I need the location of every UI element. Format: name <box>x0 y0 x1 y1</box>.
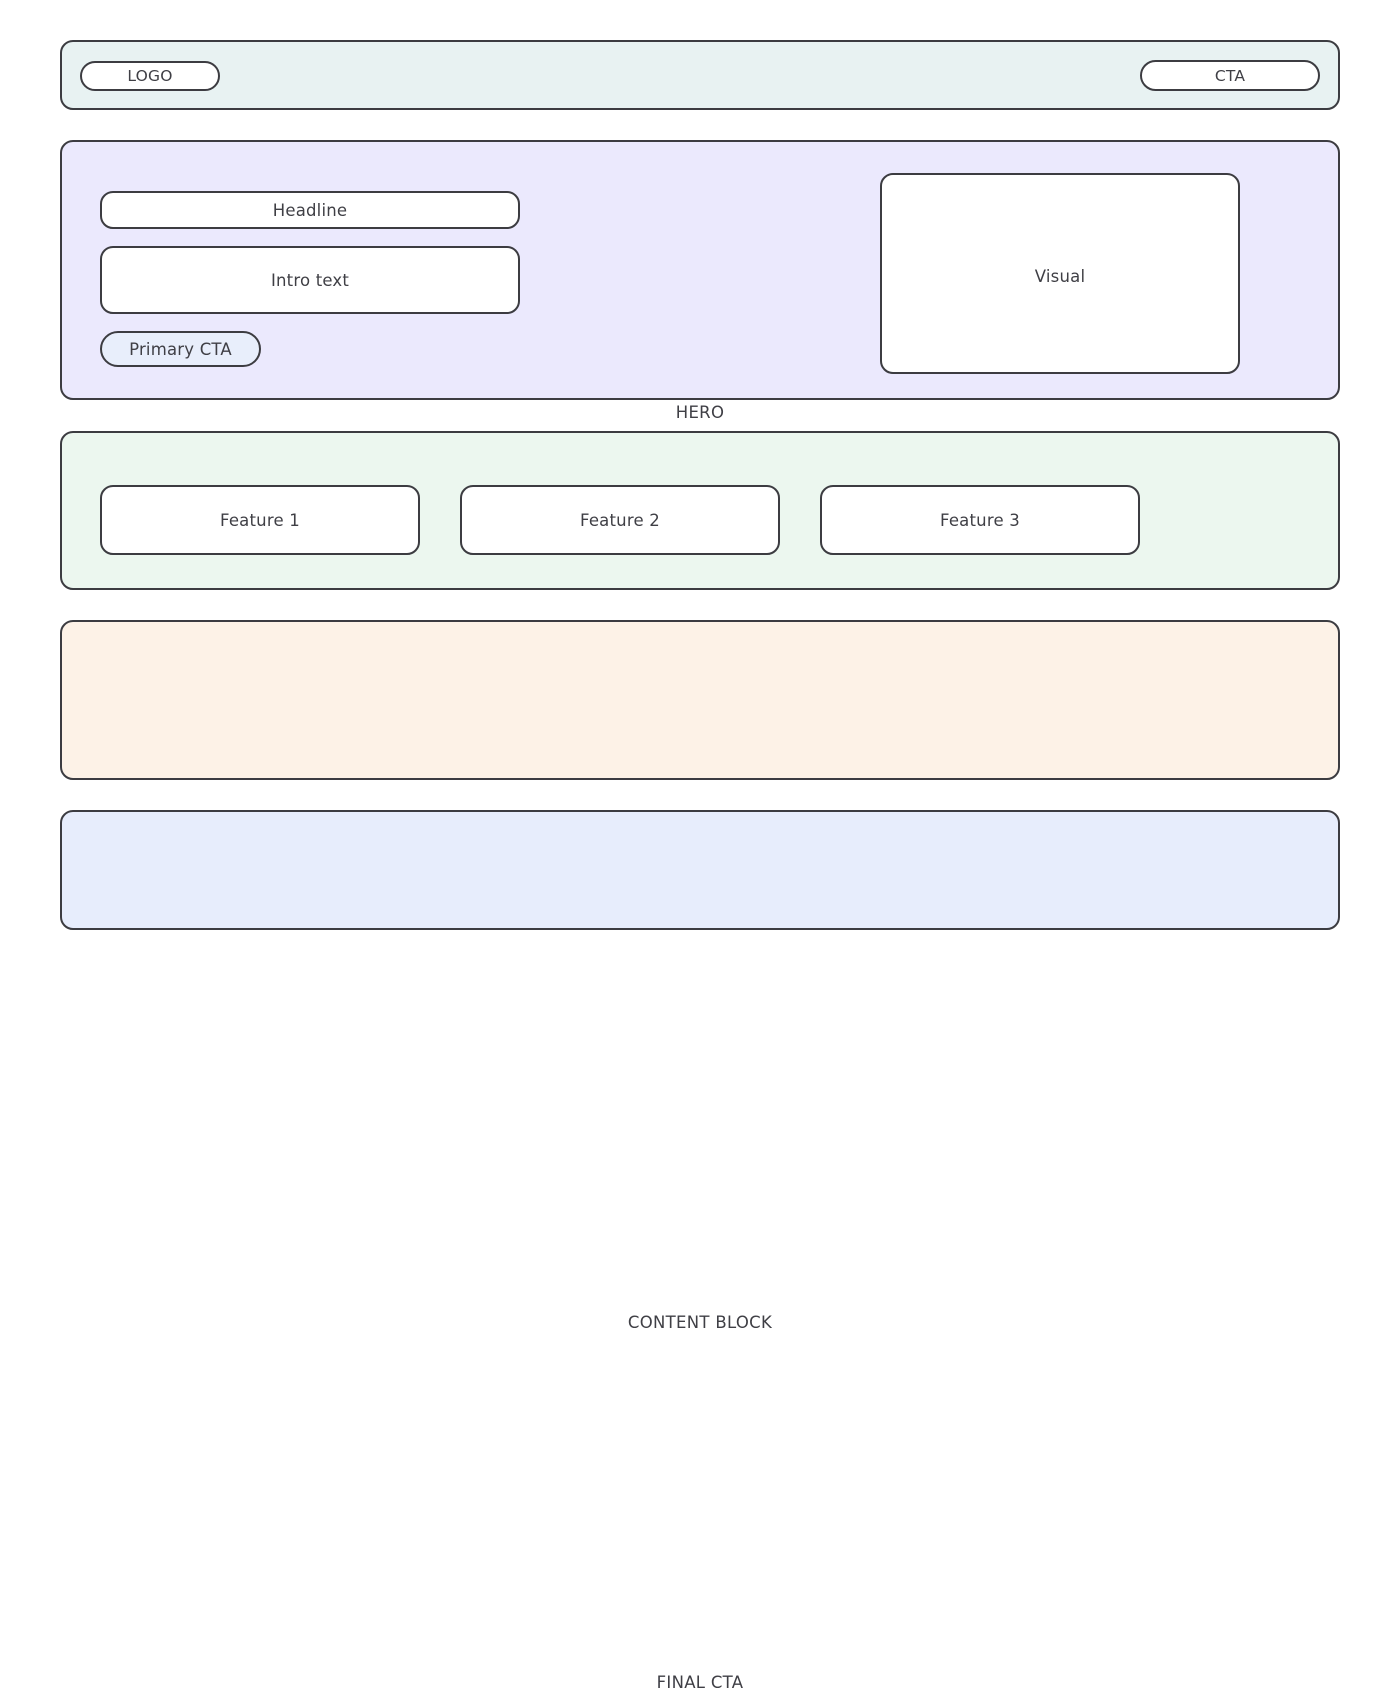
feature-card[interactable]: Feature 2 <box>460 485 780 555</box>
content-block-section: CONTENT BLOCK <box>60 620 1340 1332</box>
hero-headline-label: Headline <box>272 200 348 220</box>
feature-card-label: Feature 2 <box>580 510 660 530</box>
feature-card[interactable]: Feature 1 <box>100 485 420 555</box>
logo-label: LOGO <box>127 67 173 85</box>
hero-section-label: HERO <box>675 403 725 422</box>
content-block-label: CONTENT BLOCK <box>627 1313 773 1332</box>
feature-card-label: Feature 3 <box>940 510 1020 530</box>
header-cta-button[interactable]: CTA <box>1140 60 1320 91</box>
hero-primary-cta-label: Primary CTA <box>129 339 232 359</box>
feature-card-label: Feature 1 <box>220 510 300 530</box>
hero-visual-label: Visual <box>1034 267 1086 286</box>
feature-card[interactable]: Feature 3 <box>820 485 1140 555</box>
hero-visual-placeholder: Visual <box>880 173 1240 374</box>
final-cta-label: FINAL CTA <box>656 1673 744 1692</box>
logo-placeholder[interactable]: LOGO <box>80 61 220 91</box>
header-cta-label: CTA <box>1214 66 1246 85</box>
final-cta-section: FINAL CTA <box>60 810 1340 1692</box>
header-section <box>60 40 1340 110</box>
hero-intro-label: Intro text <box>270 270 350 290</box>
hero-primary-cta-button[interactable]: Primary CTA <box>100 331 261 367</box>
hero-intro-text-placeholder: Intro text <box>100 246 520 314</box>
wireframe-canvas: LOGO CTA HERO Headline Intro text Primar… <box>60 40 1340 1692</box>
hero-headline-placeholder: Headline <box>100 191 520 229</box>
